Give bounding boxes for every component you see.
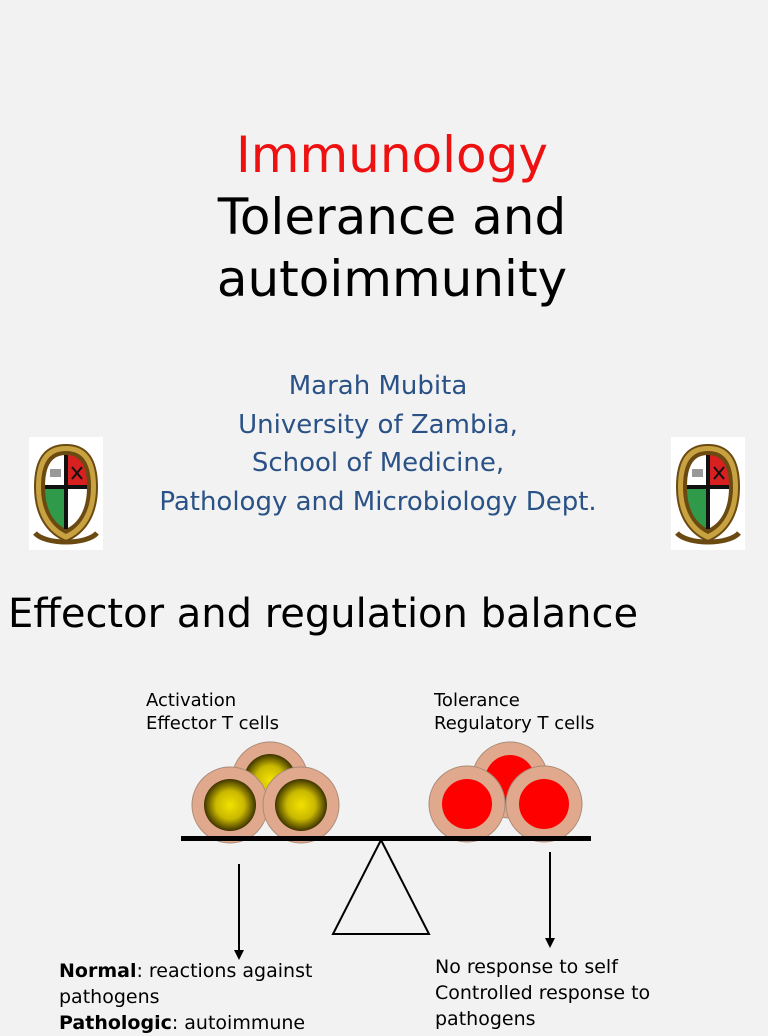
- university-crest-right: [671, 437, 745, 550]
- effector-t-cells: [191, 741, 340, 844]
- pathologic-bold: Pathologic: [59, 1012, 172, 1034]
- title-line-1: Tolerance and: [217, 188, 567, 246]
- no-response-text: No response to self: [435, 956, 618, 978]
- right-down-arrow: [545, 852, 555, 948]
- balance-diagram: Activation Effector T cells Tolerance Re…: [0, 640, 768, 1034]
- balance-slide-title: Effector and regulation balance: [8, 591, 639, 637]
- normal-bold: Normal: [59, 960, 137, 982]
- normal-text-2: pathogens: [59, 986, 160, 1008]
- regulatory-label: Regulatory T cells: [434, 713, 595, 734]
- regulatory-t-cells: [428, 741, 583, 843]
- slide-title: Immunology Tolerance and autoimmunity: [0, 124, 768, 310]
- pathologic-text: : autoimmune: [171, 1012, 306, 1034]
- regulatory-outcome: No response to self Controlled response …: [435, 954, 735, 1032]
- balance-beam: [181, 836, 591, 841]
- university-crest-left: [29, 437, 103, 550]
- title-line-2: autoimmunity: [216, 250, 568, 308]
- title-accent: Immunology: [236, 126, 548, 184]
- activation-label: Activation: [146, 690, 237, 711]
- author-university: University of Zambia,: [238, 409, 518, 440]
- normal-text: : reactions against: [136, 960, 313, 982]
- balance-scale-graphic: [181, 741, 591, 960]
- author-name: Marah Mubita: [288, 371, 468, 401]
- title-slide: Immunology Tolerance and autoimmunity Ma…: [0, 124, 768, 550]
- author-department: Pathology and Microbiology Dept.: [159, 486, 597, 517]
- author-school: School of Medicine,: [251, 448, 505, 478]
- tolerance-label: Tolerance: [434, 690, 520, 711]
- pathogens-text: pathogens: [435, 1008, 536, 1030]
- effector-label: Effector T cells: [146, 713, 280, 734]
- left-down-arrow: [234, 864, 244, 960]
- author-info: Marah Mubita University of Zambia, Schoo…: [0, 367, 756, 521]
- controlled-response-text: Controlled response to: [435, 982, 651, 1004]
- fulcrum-triangle: [331, 837, 431, 935]
- effector-outcome: Normal: reactions against pathogens Path…: [59, 958, 359, 1036]
